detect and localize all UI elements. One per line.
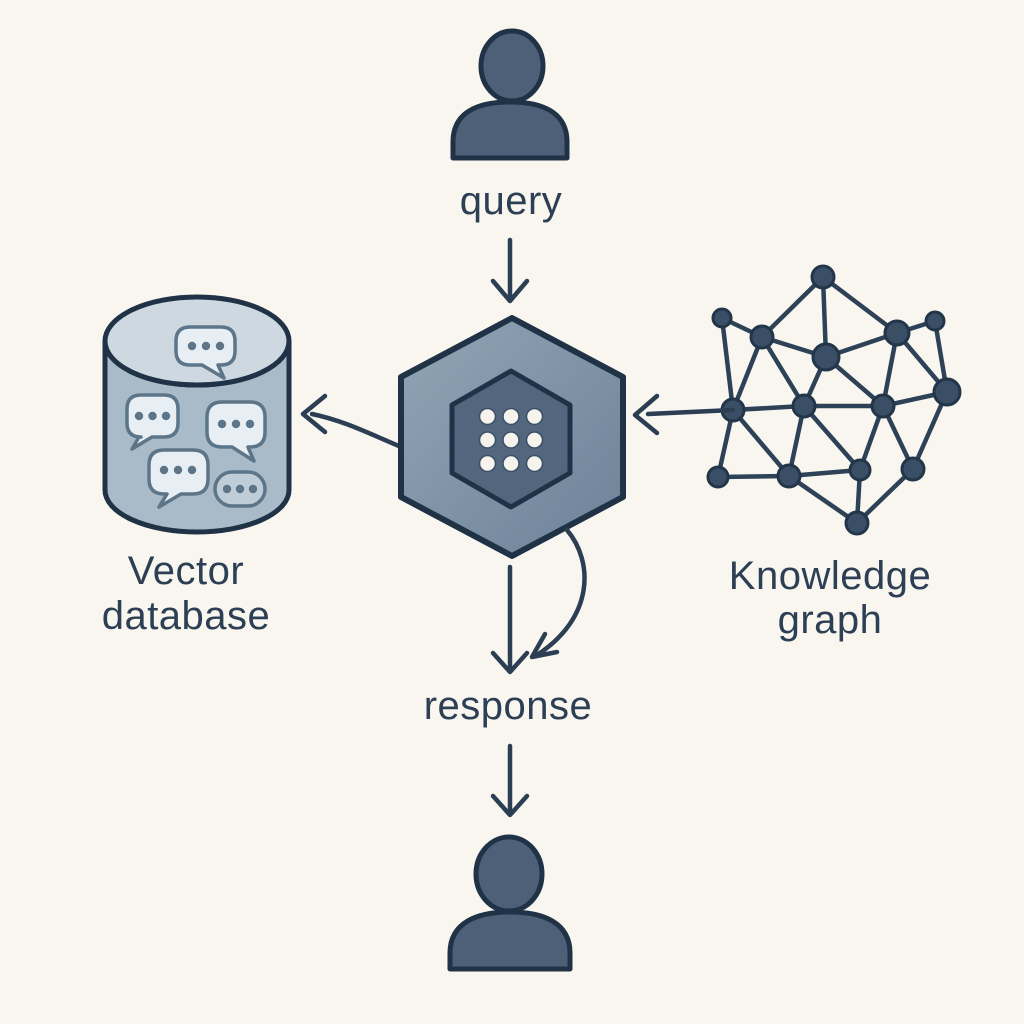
chat-pill-icon (213, 470, 267, 508)
knowledge-graph-node (900, 456, 926, 482)
knowledge-graph-node (844, 510, 870, 536)
knowledge-graph-label-line2: graph (778, 598, 883, 642)
knowledge-graph-edge (759, 334, 807, 409)
hexagon-dot (525, 454, 544, 473)
knowledge-graph-node (883, 319, 911, 347)
knowledge-graph-node (706, 465, 730, 489)
knowledge-graph-edge (786, 473, 860, 526)
arrow-shaft (309, 411, 409, 452)
hexagon-dot (525, 431, 544, 449)
arrow-head (632, 393, 660, 436)
knowledge-graph-edge (854, 466, 916, 526)
chat-bubble-icon (174, 325, 237, 380)
vector-database-label-line2: database (102, 594, 271, 638)
hexagon-dot (478, 431, 497, 449)
hexagon-dot (525, 407, 544, 426)
user-head (473, 834, 545, 914)
arrow-response-to-user (490, 743, 530, 818)
vector-database-label-line1: Vector (128, 549, 244, 593)
knowledge-graph-node (776, 463, 802, 489)
chat-bubble-icon (205, 400, 267, 463)
knowledge-graph-label-line1: Knowledge (729, 554, 931, 598)
knowledge-graph-edge (730, 334, 765, 413)
arrow-head (490, 278, 530, 304)
hexagon-dot (478, 407, 497, 426)
arrow-shaft (534, 527, 587, 658)
user-head (478, 28, 546, 104)
engine-hexagon-icon (398, 315, 626, 559)
knowledge-graph-node (791, 393, 817, 419)
knowledge-graph-label: Knowledge graph (729, 554, 931, 642)
knowledge-graph-edge (719, 315, 736, 413)
hexagon-dot-grid (478, 407, 544, 473)
hexagon-dot (502, 454, 520, 473)
arrow-shaft (645, 407, 736, 417)
knowledge-graph-node (711, 307, 733, 329)
vector-database-icon (102, 294, 292, 535)
knowledge-graph-icon (706, 264, 962, 536)
knowledge-graph-node (811, 342, 841, 372)
knowledge-graph-node (870, 393, 896, 419)
arrow-engine-to-response (490, 564, 530, 675)
knowledge-graph-edge (801, 403, 863, 473)
vector-database-label: Vector database (102, 549, 271, 638)
arrow-engine-to-response-curved (529, 527, 587, 660)
query-label: query (460, 179, 563, 223)
chat-bubble-icon (147, 448, 210, 509)
chat-bubble-icon (125, 393, 180, 451)
arrow-head (300, 393, 328, 435)
knowledge-graph-node (810, 264, 836, 290)
hexagon-dot (502, 431, 520, 449)
user-body (450, 99, 570, 161)
arrow-knowledge-graph-to-engine (632, 393, 736, 436)
arrow-head (529, 631, 560, 660)
knowledge-graph-edge (820, 274, 900, 336)
knowledge-graph-node (924, 310, 946, 332)
response-label: response (424, 684, 593, 728)
knowledge-graph-node (932, 377, 962, 407)
knowledge-graph-edge (730, 407, 792, 479)
hexagon-dot (502, 407, 520, 426)
arrow-head (490, 793, 530, 818)
knowledge-graph-edge (759, 274, 826, 340)
knowledge-graph-node (749, 324, 775, 350)
arrow-head (490, 650, 530, 675)
knowledge-graph-node (848, 458, 872, 482)
hexagon-dot (478, 454, 497, 473)
arrow-engine-to-vector-database (300, 393, 409, 452)
arrow-query-to-engine (490, 237, 530, 304)
knowledge-graph-network (706, 264, 962, 536)
user-body (447, 909, 573, 972)
user-icon-top (450, 28, 570, 161)
user-icon-bottom (447, 834, 573, 972)
